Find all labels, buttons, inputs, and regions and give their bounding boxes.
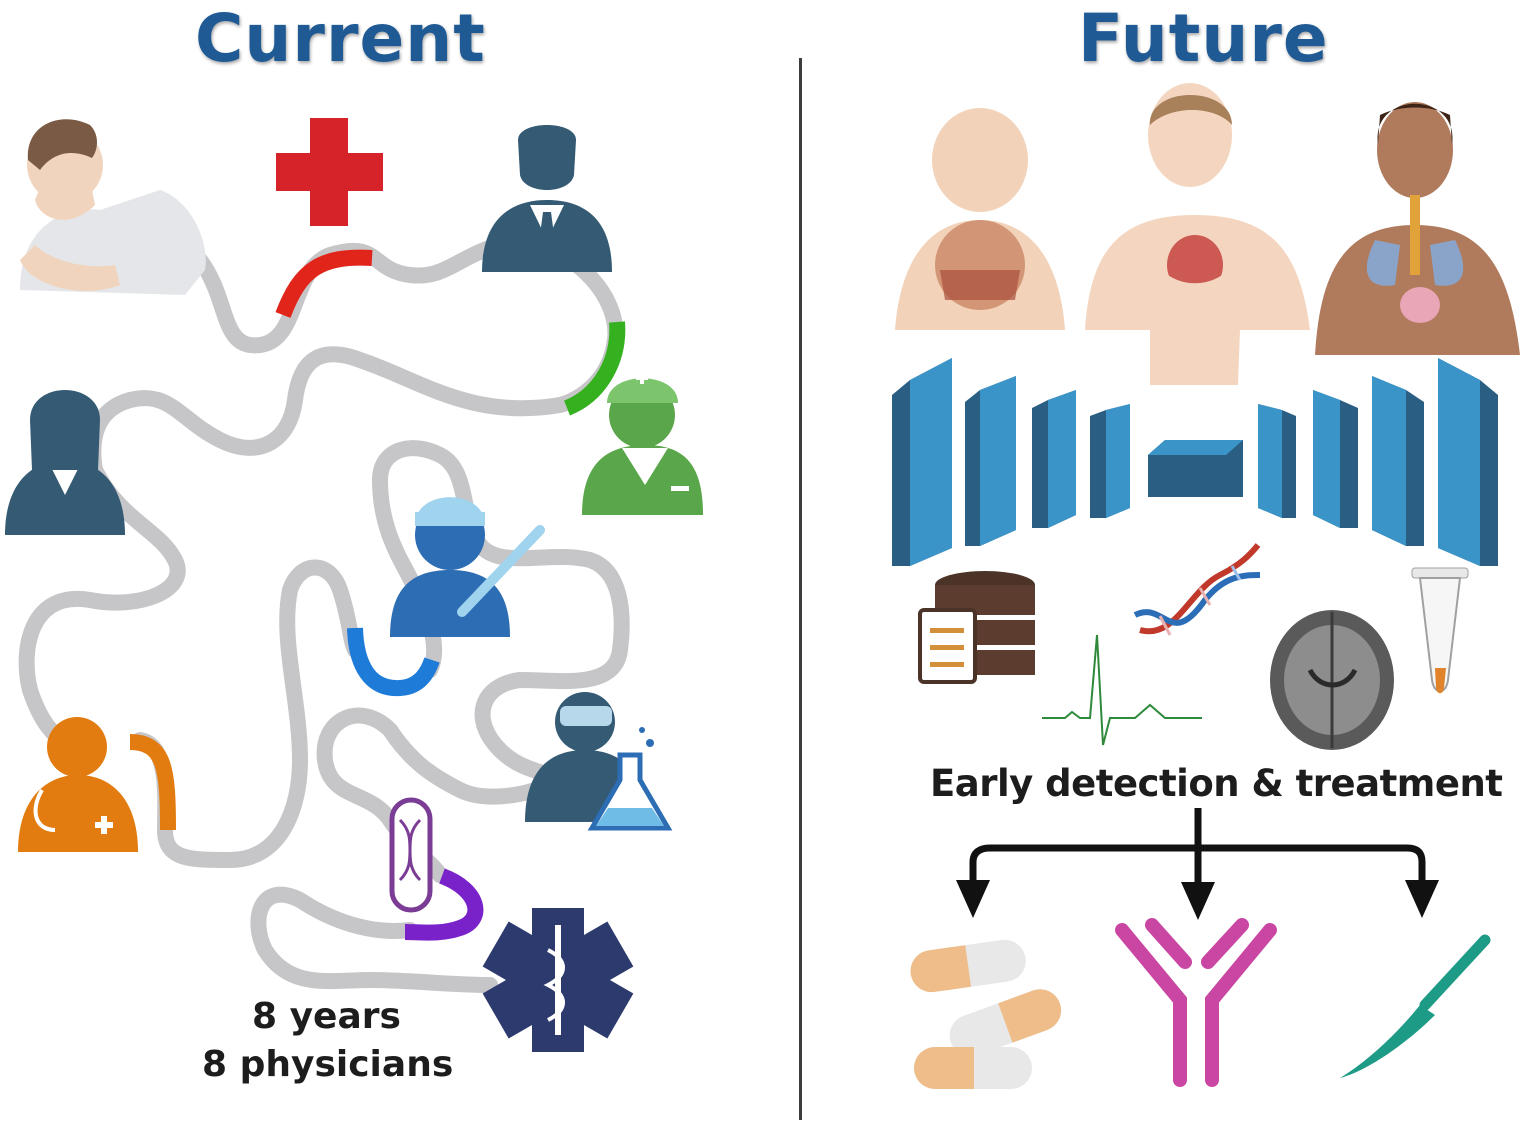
purple-path-segment (404, 868, 484, 941)
neural-network-diagram (892, 358, 1498, 566)
panel-divider (799, 58, 802, 1120)
blue-path-segment (347, 627, 440, 697)
orange-path-segment (129, 734, 176, 831)
diagnostic-odyssey-path (18, 232, 630, 993)
sick-patient-icon (20, 119, 206, 295)
encoder-block-2 (965, 376, 1016, 546)
female-physician-icon (5, 390, 125, 535)
decoder-block-4 (1438, 358, 1498, 566)
arrow-left (956, 880, 990, 918)
encoder-block-4 (1090, 404, 1130, 518)
pills-icon (910, 939, 1062, 1089)
decoder-block-1 (1258, 404, 1296, 518)
orange-doctor-icon (18, 717, 138, 852)
physician-icon (482, 125, 612, 272)
scalpel-icon (1340, 934, 1491, 1078)
encoder-block-3 (1032, 390, 1076, 528)
physicians-caption: 8 physicians (202, 1044, 454, 1085)
infant-anatomy-icon (895, 108, 1065, 330)
nurse-icon (582, 372, 703, 515)
database-records-icon (918, 571, 1035, 684)
encoder-block-1 (892, 358, 952, 566)
surgeon-icon (390, 497, 545, 637)
future-heading: Future (1078, 0, 1329, 77)
early-detection-caption: Early detection & treatment (930, 762, 1503, 805)
ecg-waveform-icon (1042, 634, 1202, 746)
arrow-right (1405, 880, 1439, 918)
decoder-block-3 (1372, 376, 1424, 546)
sample-tube-icon (1411, 567, 1469, 694)
female-anatomy-icon (1315, 102, 1520, 355)
antibody-icon (1115, 918, 1277, 1087)
current-heading: Current (195, 0, 486, 77)
arrow-center (1181, 882, 1215, 920)
brain-scan-icon (1270, 610, 1394, 750)
bottleneck-block (1148, 440, 1243, 497)
dna-helix-icon (1133, 543, 1261, 636)
green-path-segment (563, 321, 626, 416)
dna-test-tube-icon (389, 797, 433, 913)
red-cross-icon (276, 118, 383, 226)
duration-caption: 8 years (252, 996, 401, 1037)
star-of-life-icon (482, 908, 634, 1052)
decoder-block-2 (1313, 390, 1358, 528)
male-anatomy-icon (1085, 83, 1310, 385)
treatment-branch-arrows (956, 808, 1439, 920)
lab-scientist-icon (525, 692, 673, 831)
red-path-segment (275, 249, 373, 318)
